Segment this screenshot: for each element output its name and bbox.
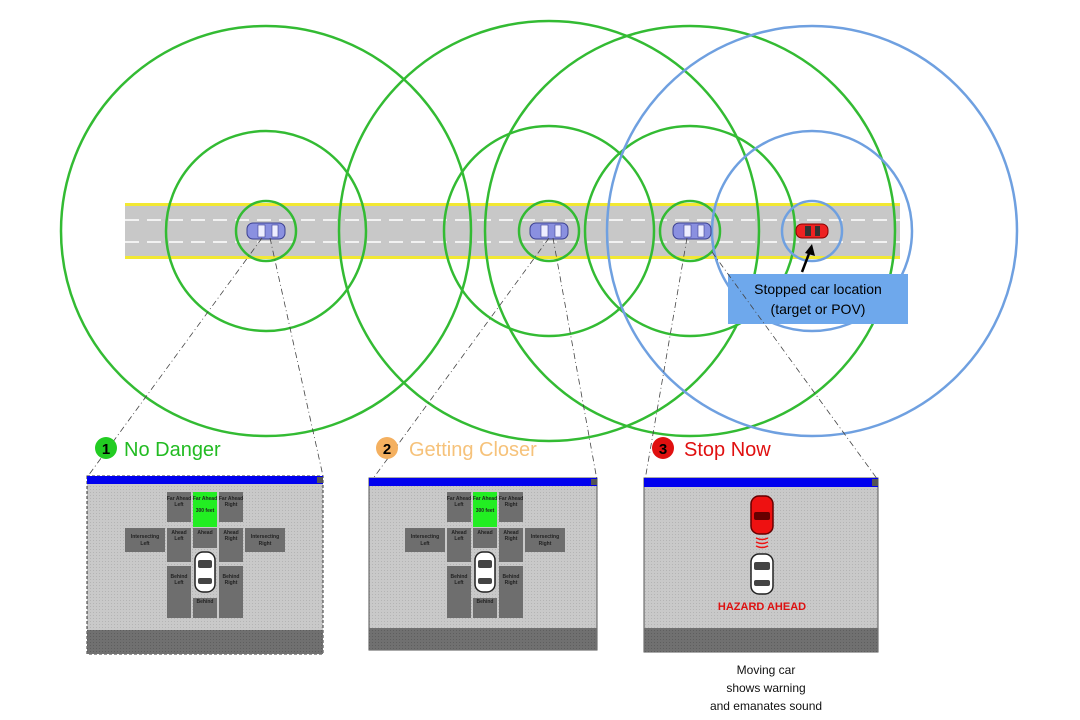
panel-stop-now: 3 Stop Now HAZARD AHEAD	[643, 437, 879, 653]
caption-line-1: Moving car	[737, 663, 796, 677]
panel-3-label: Stop Now	[684, 439, 771, 461]
panel-1-title-bar	[87, 476, 323, 484]
cell-int-right-2b: Right	[539, 541, 552, 547]
moving-car-1	[246, 222, 286, 240]
panel-2-footer	[369, 628, 597, 650]
cell-far-ahead-left-1b: Left	[174, 502, 184, 508]
stopped-car-callout: Stopped car location (target or POV)	[728, 274, 908, 324]
hazard-warning-text: HAZARD AHEAD	[718, 601, 806, 613]
rings-car-2	[337, 19, 761, 443]
cell-ahead-left-2b: Left	[454, 536, 464, 542]
cell-far-ahead-right-2: Far Ahead	[499, 496, 523, 502]
callout-line-2: (target or POV)	[771, 301, 866, 317]
cell-far-ahead-right-1b: Right	[225, 502, 238, 508]
cell-ahead-2: Ahead	[477, 530, 492, 536]
cell-ahead-right-2: Ahead	[503, 530, 518, 536]
status-badge-1	[95, 437, 117, 459]
cell-behind-right-1b: Right	[225, 580, 238, 586]
cell-int-right-2: Intersecting	[531, 534, 559, 540]
panel-2-label: Getting Closer	[409, 439, 537, 461]
hazard-car	[750, 495, 774, 535]
caption: Moving car shows warning and emanates so…	[710, 663, 822, 713]
highlight-far-ahead-1	[193, 492, 217, 527]
cell-ahead-left-2: Ahead	[451, 530, 466, 536]
callout-arrow	[800, 244, 815, 273]
cell-ahead-right-1b: Right	[225, 536, 238, 542]
cell-far-ahead-left-1: Far Ahead	[167, 496, 191, 502]
rings-stopped-car	[605, 24, 1019, 438]
own-car-3	[750, 553, 774, 595]
badge-number-3: 3	[659, 441, 667, 458]
cell-int-left-1b: Left	[140, 541, 150, 547]
cell-far-ahead-1: Far Ahead	[193, 496, 217, 502]
cell-far-ahead-left-2: Far Ahead	[447, 496, 471, 502]
cell-behind-2: Behind	[477, 599, 494, 605]
cell-behind-right-2: Behind	[503, 574, 520, 580]
rings-car-3	[483, 24, 897, 438]
cell-int-left-2: Intersecting	[411, 534, 439, 540]
cell-ahead-left-1: Ahead	[171, 530, 186, 536]
stopped-car	[795, 223, 829, 239]
cell-ahead-1: Ahead	[197, 530, 212, 536]
leader-lines	[87, 237, 879, 481]
cell-behind-left-2: Behind	[451, 574, 468, 580]
moving-car-3	[672, 222, 712, 240]
cell-int-right-1: Intersecting	[251, 534, 279, 540]
cell-int-right-1b: Right	[259, 541, 272, 547]
cell-behind-right-1: Behind	[223, 574, 240, 580]
cell-far-ahead-dist-1: 300 feet	[196, 508, 215, 514]
badge-number-1: 1	[102, 441, 110, 458]
cell-far-ahead-right-2b: Right	[505, 502, 518, 508]
caption-line-3: and emanates sound	[710, 699, 822, 713]
cell-ahead-right-1: Ahead	[223, 530, 238, 536]
panel-1-footer	[87, 630, 323, 654]
range-rings	[59, 19, 1019, 443]
badge-number-2: 2	[383, 441, 391, 458]
rings-car-1	[59, 24, 473, 438]
panel-no-danger: 1 No Danger Far Ahead Left Far Ahead 300…	[86, 437, 324, 655]
cell-far-ahead-2: Far Ahead	[473, 496, 497, 502]
cell-int-left-1: Intersecting	[131, 534, 159, 540]
panel-getting-closer: 2 Getting Closer Far Ahead Left Far Ahea…	[368, 437, 598, 651]
cell-behind-left-1: Behind	[171, 574, 188, 580]
cell-behind-left-2b: Left	[454, 580, 464, 586]
sound-waves-icon	[755, 537, 769, 549]
road	[125, 203, 900, 259]
cell-far-ahead-left-2b: Left	[454, 502, 464, 508]
highlight-far-ahead-2	[473, 492, 497, 527]
cell-int-left-2b: Left	[420, 541, 430, 547]
cell-ahead-left-1b: Left	[174, 536, 184, 542]
status-badge-3	[652, 437, 674, 459]
caption-line-2: shows warning	[726, 681, 805, 695]
callout-line-1: Stopped car location	[754, 281, 882, 297]
panel-1-label: No Danger	[124, 439, 221, 461]
panel-3-title-bar	[644, 478, 878, 487]
cell-behind-left-1b: Left	[174, 580, 184, 586]
cell-behind-1: Behind	[197, 599, 214, 605]
own-car-2	[474, 551, 496, 593]
cell-ahead-right-2b: Right	[505, 536, 518, 542]
cell-far-ahead-dist-2: 300 feet	[476, 508, 495, 514]
panel-3-footer	[644, 628, 878, 652]
zone-grid-2: Far Ahead Left Far Ahead 300 feet Far Ah…	[405, 492, 565, 618]
own-car-1	[194, 551, 216, 593]
status-badge-2	[376, 437, 398, 459]
panel-2-title-bar	[369, 478, 597, 486]
zone-grid-1: Far Ahead Left Far Ahead 300 feet Far Ah…	[125, 492, 285, 618]
cell-far-ahead-right-1: Far Ahead	[219, 496, 243, 502]
moving-car-2	[529, 222, 569, 240]
cell-behind-right-2b: Right	[505, 580, 518, 586]
